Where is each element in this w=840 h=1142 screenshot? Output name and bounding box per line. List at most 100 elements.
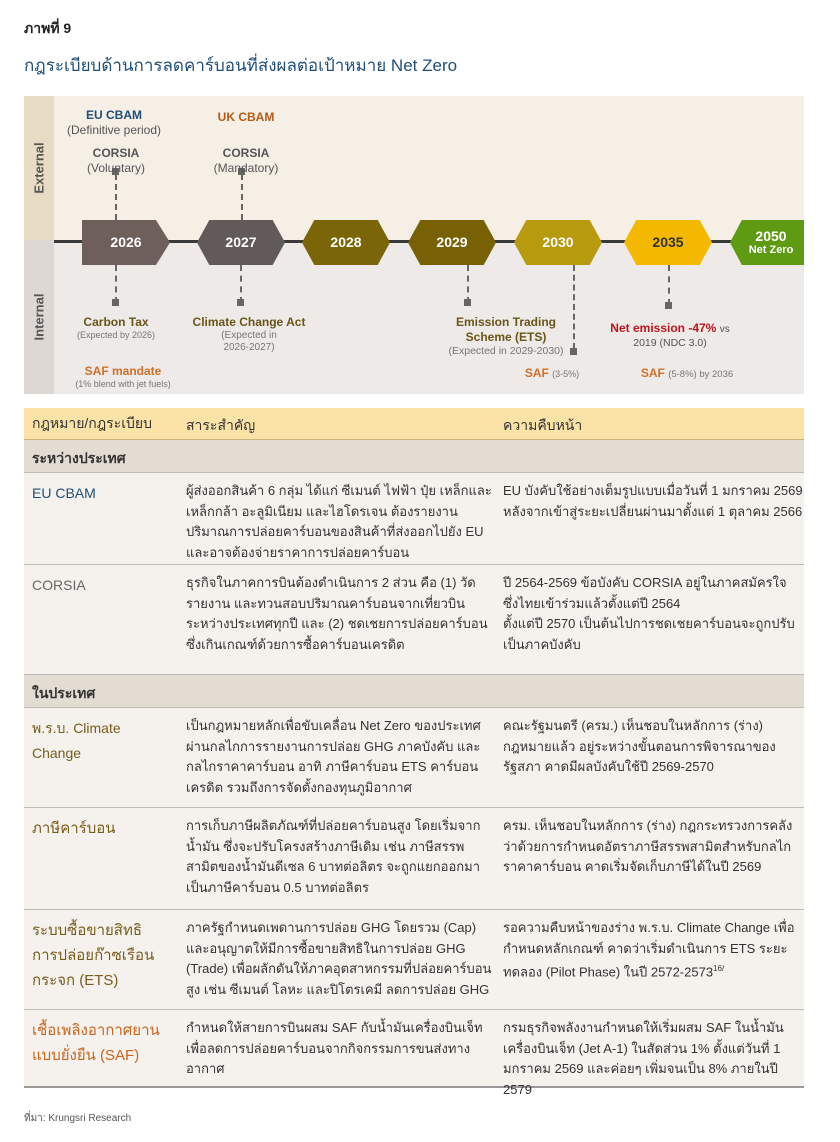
section-label: ในประเทศ [32, 685, 96, 701]
carbon-tax-sub: (Expected by 2026) [76, 330, 156, 340]
header-summary: สาระสำคัญ [186, 417, 256, 433]
table-row: EU CBAM ผู้ส่งออกสินค้า 6 กลุ่ม ได้แก่ ซ… [24, 473, 804, 565]
row-progress: ปี 2564-2569 ข้อบังคับ CORSIA อยู่ในภาคส… [503, 573, 803, 655]
row-summary: กำหนดให้สายการบินผสม SAF กับน้ำมันเครื่อ… [186, 1020, 483, 1076]
connector [241, 174, 243, 220]
year-label: 2030 [542, 233, 574, 250]
row-progress: รอความคืบหน้าของร่าง พ.ร.บ. Climate Chan… [503, 918, 803, 983]
row-name: ภาษีคาร์บอน [32, 820, 116, 837]
timeline-diagram: External Internal 2026 2027 2028 2029 20… [24, 96, 804, 394]
year-label: 2029 [436, 233, 468, 250]
regulation-table: กฎหมาย/กฎระเบียบ สาระสำคัญ ความคืบหน้า ร… [24, 408, 804, 1097]
external-label: External [31, 142, 47, 194]
marker [112, 168, 119, 175]
connector [240, 265, 242, 303]
corsia-sub: (Voluntary) [86, 161, 146, 175]
year-label: 2035 [652, 233, 684, 250]
marker [112, 299, 119, 306]
footnote-ref: 16/ [713, 964, 725, 973]
source-note: ที่มา: Krungsri Research [24, 1113, 132, 1124]
internal-band [24, 240, 804, 394]
uk-cbam-label: UK CBAM [218, 110, 275, 125]
row-name: เชื้อเพลิงอากาศยานแบบยั่งยืน (SAF) [32, 1022, 160, 1064]
row-progress: EU บังคับใช้อย่างเต็มรูปแบบเมื่อวันที่ 1… [503, 483, 803, 519]
carbon-tax-title: Carbon Tax [83, 315, 149, 329]
internal-strip: Internal [24, 240, 54, 394]
ets-title: Emission Trading [455, 315, 557, 329]
corsia-title: CORSIA [222, 146, 270, 160]
carbon-tax-label: Carbon Tax(Expected by 2026) [77, 315, 155, 341]
cca-sub: 2026-2027) [223, 342, 275, 353]
table-row: ภาษีคาร์บอน การเก็บภาษีผลิตภัณฑ์ที่ปล่อย… [24, 808, 804, 910]
row-name: ระบบซื้อขายสิทธิการปล่อยก๊าซเรือนกระจก (… [32, 922, 155, 989]
year-label: 2050 [755, 227, 787, 244]
saf-mandate-title: SAF mandate [84, 364, 162, 378]
milestone-2030: 2030 [514, 220, 602, 265]
saf-sub: (3-5%) [552, 369, 580, 379]
row-summary: การเก็บภาษีผลิตภัณฑ์ที่ปล่อยคาร์บอนสูง โ… [186, 818, 481, 895]
corsia-mandatory-label: CORSIA(Mandatory) [214, 146, 279, 176]
connector [115, 265, 117, 303]
eu-cbam-sub: (Definitive period) [66, 123, 162, 137]
connector [573, 265, 575, 349]
saf-sub: (5-8%) by 2036 [668, 369, 734, 380]
connector [467, 265, 469, 303]
row-summary: ธุรกิจในภาคการบินต้องดำเนินการ 2 ส่วน คื… [186, 575, 488, 652]
row-name: พ.ร.บ. Climate Change [32, 720, 121, 761]
milestone-2035: 2035 [624, 220, 712, 265]
corsia-sub: (Mandatory) [213, 161, 279, 175]
year-label: 2026 [110, 233, 142, 250]
progress-line: ปี 2564-2569 ข้อบังคับ CORSIA อยู่ในภาคส… [503, 575, 787, 611]
marker [665, 302, 672, 309]
row-progress: คณะรัฐมนตรี (ครม.) เห็นชอบในหลักการ (ร่า… [503, 718, 776, 774]
year-label: 2027 [225, 233, 257, 250]
saf-2035-label: SAF (5-8%) by 2036 [641, 366, 733, 381]
ets-sub: (Expected in 2029-2030) [448, 345, 564, 357]
row-summary: ผู้ส่งออกสินค้า 6 กลุ่ม ได้แก่ ซีเมนต์ ไ… [186, 483, 492, 560]
net-sub: 2019 (NDC 3.0) [633, 336, 707, 349]
net-zero-label: Net Zero [748, 244, 794, 257]
row-name: EU CBAM [32, 485, 96, 501]
row-summary: เป็นกฎหมายหลักเพื่อขับเคลื่อน Net Zero ข… [186, 718, 481, 795]
table-row: ระบบซื้อขายสิทธิการปล่อยก๊าซเรือนกระจก (… [24, 910, 804, 1010]
saf-title: SAF [524, 366, 549, 380]
header-law: กฎหมาย/กฎระเบียบ [32, 415, 152, 431]
internal-label: Internal [31, 293, 47, 341]
table-row: พ.ร.บ. Climate Change เป็นกฎหมายหลักเพื่… [24, 708, 804, 808]
figure-title: กฎระเบียบด้านการลดคาร์บอนที่ส่งผลต่อเป้า… [24, 56, 458, 75]
saf-2030-label: SAF (3-5%) [525, 366, 579, 381]
milestone-2029: 2029 [408, 220, 496, 265]
corsia-voluntary-label: CORSIA(Voluntary) [87, 146, 145, 176]
marker [464, 299, 471, 306]
row-summary: ภาครัฐกำหนดเพดานการปล่อย GHG โดยรวม (Cap… [186, 920, 492, 997]
row-progress: กรมธุรกิจพลังงานกำหนดให้เริ่มผสม SAF ในน… [503, 1020, 784, 1097]
figure-number: ภาพที่ 9 [24, 20, 72, 36]
external-band [24, 96, 804, 240]
saf-mandate-sub: (1% blend with jet fuels) [75, 379, 171, 389]
row-name: CORSIA [32, 577, 86, 593]
cca-title: Climate Change Act [192, 315, 306, 329]
table-row: CORSIA ธุรกิจในภาคการบินต้องดำเนินการ 2 … [24, 565, 804, 675]
connector [668, 265, 670, 305]
eu-cbam-label: EU CBAM(Definitive period) [67, 108, 161, 138]
header-progress: ความคืบหน้า [503, 417, 583, 433]
marker [237, 299, 244, 306]
connector [115, 174, 117, 220]
saf-mandate-label: SAF mandate(1% blend with jet fuels) [75, 364, 171, 390]
milestone-2026: 2026 [82, 220, 170, 265]
milestone-2028: 2028 [302, 220, 390, 265]
progress-line: ตั้งแต่ปี 2570 เป็นต้นไปการชดเชยคาร์บอนจ… [503, 616, 795, 652]
section-international: ระหว่างประเทศ [24, 440, 804, 473]
saf-title: SAF [640, 366, 665, 380]
uk-cbam-title: UK CBAM [217, 110, 275, 124]
external-strip: External [24, 96, 54, 240]
net-vs: vs [719, 324, 730, 335]
marker [570, 348, 577, 355]
row-progress: ครม. เห็นชอบในหลักการ (ร่าง) กฎกระทรวงกา… [503, 818, 793, 874]
section-domestic: ในประเทศ [24, 675, 804, 708]
year-label: 2028 [330, 233, 362, 250]
